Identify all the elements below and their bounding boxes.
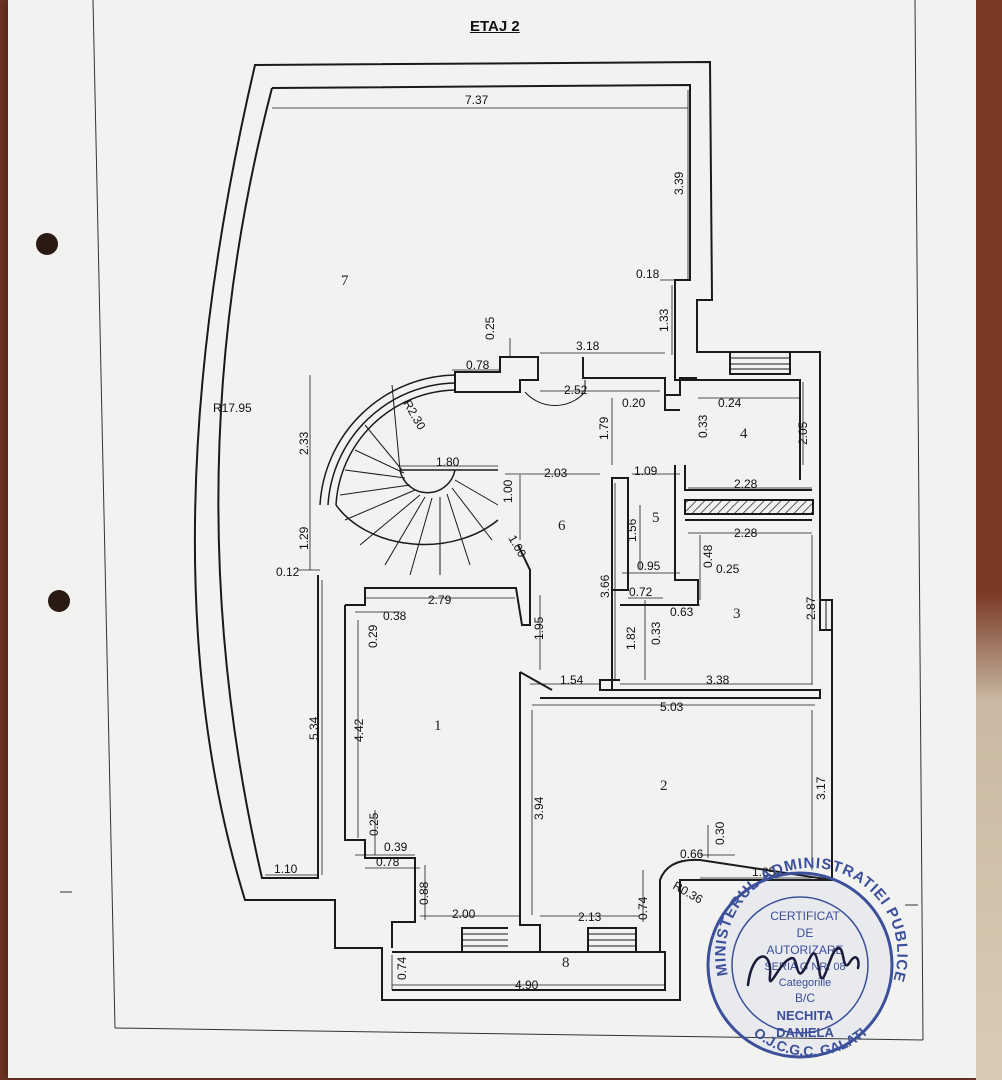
room-4-label: 4 — [740, 426, 748, 442]
dim-label: 1.54 — [560, 673, 584, 687]
dim-label: 3.18 — [576, 339, 600, 353]
dim-label: 3.66 — [598, 574, 612, 598]
dim-label: 2.05 — [796, 421, 810, 445]
dimension-lines — [265, 90, 815, 990]
dim-label: 1.95 — [532, 616, 546, 640]
dim-label: 0.24 — [718, 396, 742, 410]
dim-label: 2.79 — [428, 593, 452, 607]
dim-label: 0.25 — [716, 562, 740, 576]
dim-label: 0.18 — [636, 267, 660, 281]
punch-hole — [36, 233, 58, 255]
stamp-line: DANIELA — [776, 1025, 834, 1040]
dim-label: 3.38 — [706, 673, 730, 687]
dim-right-upper: 3.39 — [672, 171, 686, 195]
dim-label: 1.00 — [501, 479, 515, 503]
dim-label: 0.74 — [395, 956, 409, 980]
dim-label: 1.80 — [436, 455, 460, 469]
dim-label: 1.29 — [297, 526, 311, 550]
stamp-line: Categoriile — [779, 977, 832, 989]
dim-label: 0.88 — [417, 881, 431, 905]
background-table — [976, 0, 1002, 1080]
dim-label: 2.13 — [578, 910, 602, 924]
room-7-label: 7 — [341, 273, 349, 289]
dim-label: 1.79 — [597, 416, 611, 440]
signature — [746, 946, 860, 987]
stamp-line: AUTORIZARE — [766, 943, 843, 957]
dim-label: 0.72 — [629, 585, 653, 599]
dim-label: 3.94 — [532, 796, 546, 820]
dim-label: 0.38 — [383, 609, 407, 623]
dim-label: 0.74 — [636, 896, 650, 920]
dim-label: 0.63 — [670, 605, 694, 619]
dim-label: 1.85 — [752, 865, 776, 879]
room-6-label: 6 — [558, 518, 566, 534]
room-8-label: 8 — [562, 955, 570, 971]
sheet-frame — [92, 0, 924, 1041]
dim-label: 0.78 — [376, 855, 400, 869]
official-stamp: MINISTERUL ADMINISTRATIEI PUBLICE O.J.C.… — [706, 855, 910, 1059]
spiral-staircase — [319, 374, 499, 576]
dim-label: 1.09 — [634, 464, 658, 478]
dim-label: 2.03 — [544, 466, 568, 480]
edge-marks — [60, 891, 918, 906]
room-5-label: 5 — [652, 510, 660, 526]
dim-top-width: 7.37 — [465, 93, 489, 107]
room-3-label: 3 — [733, 606, 741, 622]
dim-label: 0.30 — [713, 821, 727, 845]
dim-label: 4.90 — [515, 978, 539, 992]
inner-walls — [344, 351, 833, 991]
dim-label: 0.33 — [649, 621, 663, 645]
dim-label: 2.52 — [564, 383, 588, 397]
dim-label: 2.87 — [804, 596, 818, 620]
stamp-line: NECHITA — [777, 1008, 834, 1023]
dim-label: 0.12 — [276, 565, 300, 579]
dim-label: 0.33 — [696, 414, 710, 438]
stamp-line: B/C — [795, 991, 815, 1005]
room-labels: 1 2 3 4 5 6 7 8 — [341, 273, 748, 971]
dim-label: 0.20 — [622, 396, 646, 410]
stamp-line: CERTIFICAT — [770, 909, 840, 923]
dim-label: 2.28 — [734, 477, 758, 491]
room-1-label: 1 — [434, 718, 442, 734]
dim-label: 0.66 — [680, 847, 704, 861]
dim-label: 1.00 — [505, 533, 529, 561]
stamp-line: DE — [797, 926, 814, 940]
dim-label: 3.17 — [814, 776, 828, 800]
dim-label: 1.10 — [274, 862, 298, 876]
dim-label: 0.39 — [384, 840, 408, 854]
dim-label: 2.00 — [452, 907, 476, 921]
dim-label: R0.36 — [671, 878, 706, 906]
dim-label: 0.95 — [637, 559, 661, 573]
dim-label: 5.34 — [307, 716, 321, 740]
dim-label: 1.33 — [657, 308, 671, 332]
dim-label: R17.95 — [213, 401, 252, 415]
dim-label: 4.42 — [352, 718, 366, 742]
plan-title: ETAJ 2 — [470, 18, 520, 35]
dim-label: 0.29 — [366, 624, 380, 648]
dim-label: 2.33 — [297, 431, 311, 455]
dim-label: 0.48 — [701, 544, 715, 568]
room-2-label: 2 — [660, 778, 668, 794]
dim-label: 0.78 — [466, 358, 490, 372]
dim-label: 0.25 — [367, 812, 381, 836]
dim-label: 1.56 — [625, 518, 639, 542]
dim-label: R2.30 — [400, 398, 428, 433]
dim-label: 5.03 — [660, 700, 684, 714]
punch-hole — [48, 590, 70, 612]
dim-label: 0.25 — [483, 316, 497, 340]
dim-label: 1.82 — [624, 626, 638, 650]
dim-label: 2.28 — [734, 526, 758, 540]
